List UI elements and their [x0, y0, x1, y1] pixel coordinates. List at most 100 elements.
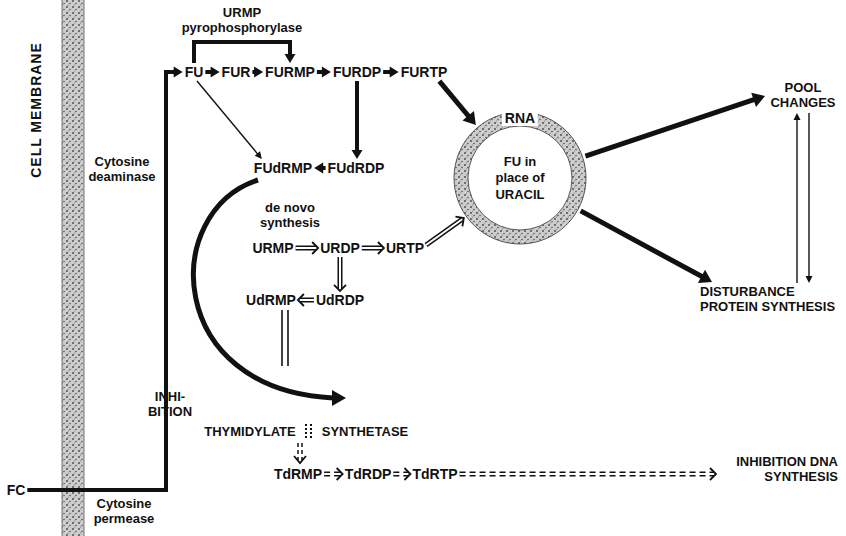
node-text: URTP — [386, 240, 424, 256]
metabolite-node: UdRDP — [316, 292, 364, 308]
arrow-line-gap — [460, 473, 714, 475]
flow-arrow — [324, 468, 343, 480]
arrow-line — [796, 119, 797, 283]
node-text: POOL CHANGES — [768, 81, 838, 111]
effect-node: INHIBITION DNA SYNTHESIS — [718, 455, 838, 485]
flow-arrow — [194, 42, 296, 63]
flow-arrow — [426, 217, 464, 245]
flow-arrow — [439, 81, 476, 125]
flow-arrow — [806, 113, 813, 283]
node-text: FURMP — [265, 64, 315, 80]
arrow-line — [581, 211, 703, 277]
flow-arrow — [296, 242, 319, 254]
arrow-line — [439, 81, 468, 116]
effect-node: DISTURBANCE PROTEIN SYNTHESIS — [700, 285, 838, 315]
node-text: UdRDP — [316, 292, 364, 308]
rna-circle: RNA FU in place of URACIL — [452, 110, 588, 246]
arrow-head — [751, 93, 765, 107]
flow-arrow — [362, 242, 384, 254]
blocked-mark — [306, 424, 311, 440]
arrow-line-gap — [362, 247, 382, 249]
arrow-line — [808, 113, 809, 277]
arrow-line — [355, 81, 359, 151]
arrow-line-gap — [426, 219, 462, 245]
arrow-line — [324, 472, 341, 477]
effect-node: POOL CHANGES — [768, 81, 838, 111]
arrow-head — [710, 468, 716, 480]
arrow-line — [460, 472, 714, 477]
flow-arrow — [205, 67, 219, 78]
node-text: FUdRDP — [328, 160, 385, 176]
enzyme-label-text: URMP pyrophosphorylase — [177, 6, 307, 36]
metabolite-node: URMP — [252, 240, 293, 256]
pathway-label: de novo synthesis — [258, 201, 322, 231]
pathway-label-text: Cytosine permease — [91, 497, 157, 527]
arrow-line — [362, 246, 382, 251]
flow-arrow — [352, 81, 363, 159]
flow-arrow — [581, 211, 712, 283]
metabolite-node: TdRMP — [274, 466, 322, 482]
flow-arrow — [383, 67, 399, 78]
open-arrowhead — [294, 456, 306, 463]
node-text: FURDP — [333, 64, 381, 80]
arrow-head — [254, 67, 263, 78]
dashed-line — [297, 443, 299, 460]
pathway-label-text: Cytosine deaminase — [87, 155, 157, 185]
enzyme-label: URMP pyrophosphorylase — [177, 6, 307, 36]
flow-arrow — [298, 294, 314, 306]
dotted-bar — [310, 424, 312, 440]
node-text: FUR — [222, 64, 251, 80]
metabolite-node: FUdRDP — [328, 160, 385, 176]
flow-arrow — [27, 67, 182, 491]
arrow-head — [806, 276, 813, 283]
flow-arrow — [585, 93, 765, 156]
metabolite-node: FURMP — [265, 64, 315, 80]
bar-line — [281, 310, 283, 366]
metabolite-node: FU — [185, 64, 204, 80]
arrow-head — [352, 150, 363, 159]
arrow-head — [314, 163, 323, 174]
arrow-line — [197, 81, 258, 154]
arrow-line-gap — [296, 247, 317, 249]
arrow-head — [378, 242, 384, 254]
node-text: TdRDP — [345, 466, 392, 482]
flow-arrow — [393, 468, 410, 480]
arrow-head — [285, 54, 296, 63]
pathway-label: Cytosine permease — [91, 497, 157, 527]
node-text: URDP — [320, 240, 360, 256]
arrow-head — [334, 285, 346, 291]
metabolite-node: UdRMP — [246, 292, 296, 308]
metabolite-node: FUR — [222, 64, 251, 80]
node-text: DISTURBANCE PROTEIN SYNTHESIS — [700, 285, 838, 315]
flow-arrow — [197, 81, 262, 159]
arrow-line — [338, 257, 343, 289]
inhibition-curve — [193, 180, 333, 398]
arrow-line-gap — [324, 473, 341, 475]
node-text: INHIBITION DNA SYNTHESIS — [718, 455, 838, 485]
arrow-head — [322, 67, 331, 78]
metabolite-node: FURDP — [333, 64, 381, 80]
arrow-line-gap — [339, 257, 341, 289]
node-text: FU — [185, 64, 204, 80]
metabolite-node: TdRTP — [412, 466, 457, 482]
arrow-line — [393, 472, 408, 477]
metabolite-node: FURTP — [401, 64, 448, 80]
node-text: UdRMP — [246, 292, 296, 308]
node-text: FU in place of URACIL — [487, 154, 553, 203]
pathway-label-text: INHI- BITION — [144, 390, 196, 420]
arrow-line — [383, 70, 391, 74]
dotted-bar — [305, 424, 307, 440]
pathway-label-text: CELL MEMBRANE — [28, 42, 44, 178]
flow-arrow — [460, 468, 716, 480]
cell-membrane — [62, 0, 84, 536]
node-text: FC — [7, 482, 26, 498]
arrow-head — [462, 111, 475, 125]
pathway-label-text: de novo synthesis — [258, 201, 322, 231]
metabolite-node: FUdRMP — [254, 160, 312, 176]
pathway-label-text: THYMIDYLATE — [204, 425, 295, 440]
flow-arrow — [252, 67, 263, 78]
arrow-head — [698, 270, 712, 283]
pathway-label: CELL MEMBRANE — [28, 42, 44, 178]
node-text: RNA — [502, 110, 538, 126]
